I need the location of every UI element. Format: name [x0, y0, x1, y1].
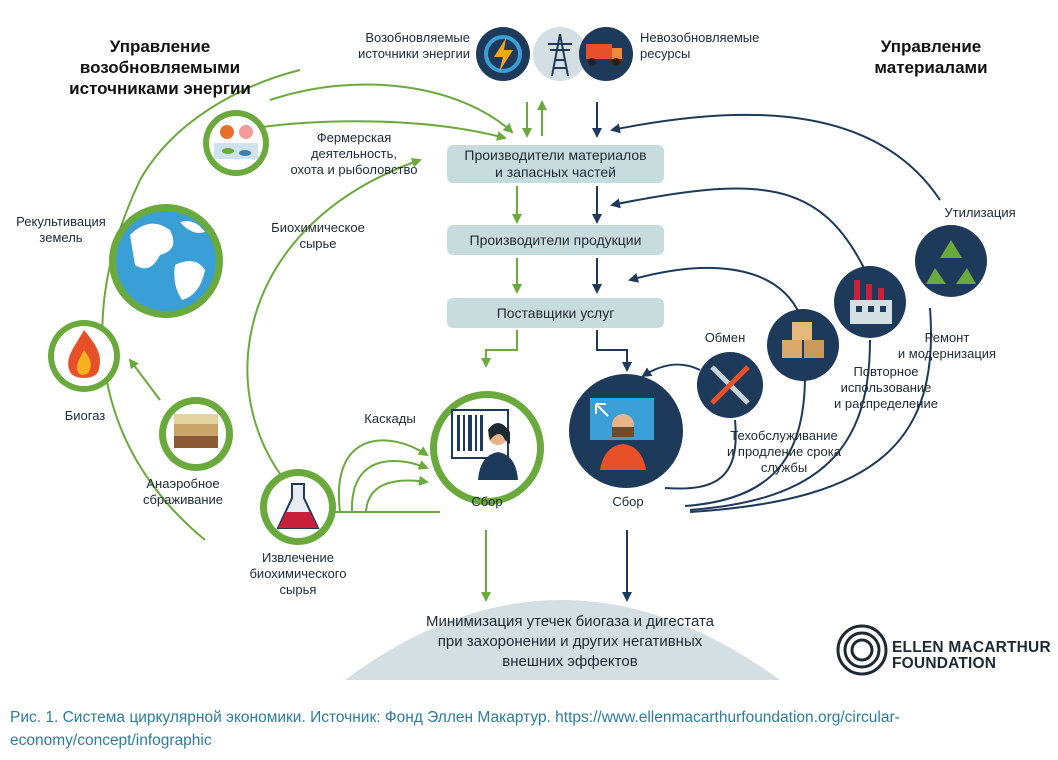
circular-economy-diagram: [48, 27, 987, 680]
leakage-minimization-text: Минимизация утечек биогаза и дигестата п…: [425, 613, 715, 670]
nonrenewable-label: Невозобновляемые ресурсы: [640, 30, 760, 61]
energy-to-producers-arrow: [269, 83, 514, 134]
figure-caption: Рис. 1. Система циркулярной экономики. И…: [10, 709, 900, 749]
factory-icon: [834, 266, 906, 338]
exchange-arrow: [641, 363, 701, 378]
leakage-dome: [345, 600, 780, 680]
recycle-icon: [915, 225, 987, 297]
cascades-label: Каскады: [364, 411, 416, 426]
product-producers-box: Производители продукции: [447, 225, 664, 255]
extraction-label: Извлечение биохимического сырья: [249, 550, 347, 597]
wrench-screwdriver-icon: [697, 352, 763, 418]
repair-loop-arrow: [610, 187, 866, 271]
renewable-label: Возобновляемые источники энергии: [358, 30, 470, 61]
exchange-label: Обмен: [704, 330, 746, 345]
screen-person-icon: [569, 374, 683, 488]
reuse-label: Повторное использование и распределение: [834, 364, 938, 411]
barcode-person-icon: [430, 391, 544, 505]
farm-animals-icon: [203, 110, 269, 176]
anaerobic-label: Анаэробное сбраживание: [142, 476, 224, 507]
boxes-icon: [767, 309, 839, 381]
recultivation-label: Рекультивация земель: [16, 214, 106, 245]
power-tower-icon: [533, 27, 587, 81]
biochem-raw-arc: [246, 157, 422, 506]
left-heading: Управление возобновляемыми источниками э…: [69, 37, 251, 98]
recycling-label: Утилизация: [944, 205, 1016, 220]
farming-to-producers-arrow: [261, 120, 507, 141]
maintenance-label: Техобслуживание и продление срока службы: [727, 428, 841, 475]
soil-layers-icon: [159, 397, 233, 471]
collect-right-label: Сбор: [612, 494, 644, 509]
right-heading: Управление материалами: [874, 37, 988, 77]
service-providers-box: Поставщики услуг: [447, 298, 664, 328]
materials-loop-arrow: [610, 113, 941, 201]
collect-left-label: Сбор: [471, 494, 503, 509]
materials-producers-box: Производители материалов и запасных част…: [447, 145, 664, 183]
dump-truck-icon: [579, 27, 633, 81]
services-to-collect-left-arrow: [481, 330, 518, 368]
earth-globe-icon: [109, 204, 223, 318]
farming-label: Фермерская деятельность, охота и рыболов…: [290, 130, 418, 177]
foundation-logo-text: ELLEN MACARTHUR FOUNDATION: [892, 639, 1051, 672]
energy-bolt-icon: [476, 27, 530, 81]
flask-icon: [260, 469, 336, 545]
biochem-raw-label: Биохимическое сырье: [271, 220, 365, 251]
repair-label: Ремонт и модернизация: [897, 330, 997, 361]
logo-rings-icon: [836, 624, 888, 676]
fire-icon: [48, 320, 120, 392]
biogas-label: Биогаз: [64, 408, 106, 423]
reuse-loop-arrow: [628, 266, 801, 316]
